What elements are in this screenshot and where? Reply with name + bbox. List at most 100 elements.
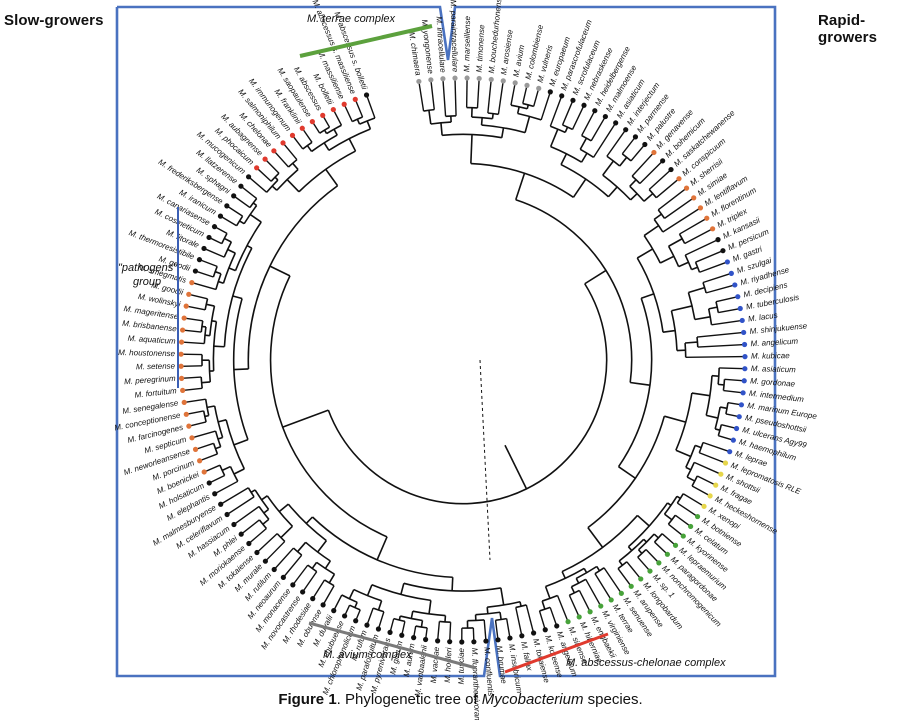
clade-arc (569, 589, 580, 596)
internal-branch (587, 527, 604, 548)
leaf-branch (226, 496, 255, 516)
internal-branch (630, 381, 651, 386)
leaf-branch (655, 178, 680, 199)
leaf-dot (738, 402, 745, 408)
clade-arc (319, 126, 330, 134)
internal-branch (549, 128, 559, 147)
leaf-dot (423, 636, 429, 643)
clade-arc (487, 112, 499, 116)
leaf-branch (606, 129, 627, 157)
clade-arc (359, 117, 376, 125)
clade-arc (475, 611, 501, 616)
leaf-branch (199, 453, 218, 462)
leaf-dot (183, 303, 189, 309)
leaf-dot (330, 106, 336, 113)
clade-arc (292, 547, 303, 556)
internal-branch (218, 280, 224, 284)
leaf-branch (292, 564, 309, 586)
leaf-dot (676, 176, 682, 182)
leaf-dot (536, 85, 542, 91)
internal-branch (516, 106, 520, 114)
leaf-branch (699, 452, 726, 464)
internal-branch (643, 192, 654, 202)
leaf-branch (199, 258, 218, 268)
leaf-branch (590, 116, 606, 142)
leaf-dot (647, 568, 653, 574)
leaf-branch (676, 502, 698, 518)
leaf-dot (715, 237, 721, 243)
internal-branch (653, 533, 659, 539)
leaf-dot (262, 156, 268, 162)
leaf-branch (483, 619, 487, 642)
leaf-dot (720, 248, 726, 254)
clade-arc (687, 292, 696, 320)
internal-branch (420, 620, 424, 628)
leaf-branch (256, 533, 278, 554)
clade-arc (606, 155, 621, 167)
clade-arc (702, 282, 707, 294)
internal-branch (223, 237, 232, 243)
leaf-branch (494, 620, 499, 640)
internal-branch (348, 589, 355, 600)
leaf-branch (302, 571, 318, 593)
leaf-dot (262, 558, 268, 564)
leaf-dot (704, 215, 710, 221)
leaf-branch (667, 523, 684, 537)
leaf-dot (694, 513, 701, 520)
pathogens-group-sublabel: group (133, 276, 161, 288)
internal-branch (659, 255, 675, 264)
internal-branch (440, 122, 443, 136)
leaf-branch (533, 88, 540, 107)
leaf-dot (691, 195, 697, 201)
internal-branch (671, 305, 693, 312)
leaf-dot (531, 630, 537, 636)
leaf-branch (333, 594, 343, 611)
clade-arc (229, 466, 239, 482)
leaf-branch (510, 82, 516, 106)
clade-arc (276, 168, 299, 191)
internal-branch (333, 128, 338, 136)
species-label: M. kubicae (751, 351, 790, 360)
leaf-branch (343, 103, 353, 122)
internal-branch (366, 584, 373, 596)
internal-branch (348, 138, 357, 152)
leaf-dot (375, 626, 382, 632)
internal-branch (400, 583, 405, 595)
leaf-branch (203, 247, 225, 258)
internal-branch (541, 600, 546, 610)
internal-branch (714, 428, 721, 431)
leaf-dot (452, 75, 458, 81)
leaf-branch (220, 487, 249, 505)
species-label: M. chimaera (407, 31, 423, 76)
internal-branch (306, 145, 313, 152)
leaf-dot (186, 291, 192, 297)
leaf-branch (354, 99, 364, 118)
leaf-branch (723, 389, 744, 394)
leaf-branch (181, 341, 205, 345)
internal-branch (691, 266, 698, 271)
clade-arc (287, 159, 298, 168)
leaf-dot (341, 101, 347, 107)
leaf-dot (602, 113, 608, 120)
internal-branch (662, 329, 676, 334)
leaf-branch (538, 610, 546, 630)
leaf-branch (203, 464, 221, 473)
internal-branch (619, 156, 628, 167)
internal-branch (292, 162, 299, 171)
leaf-branch (571, 104, 585, 130)
internal-branch (524, 116, 531, 133)
species-label: M. fallax (519, 641, 534, 673)
leaf-branch (226, 205, 243, 217)
leaf-branch (181, 376, 202, 380)
internal-branch (228, 267, 236, 272)
leaf-branch (377, 611, 385, 630)
leaf-branch (182, 329, 202, 333)
internal-branch (428, 600, 432, 614)
leaf-dot (353, 618, 359, 624)
clade-arc (487, 600, 521, 608)
leaf-dot (280, 574, 286, 580)
leaf-branch (186, 410, 204, 416)
clade-arc (266, 179, 279, 193)
leaf-dot (483, 638, 489, 644)
internal-branch (499, 612, 502, 620)
